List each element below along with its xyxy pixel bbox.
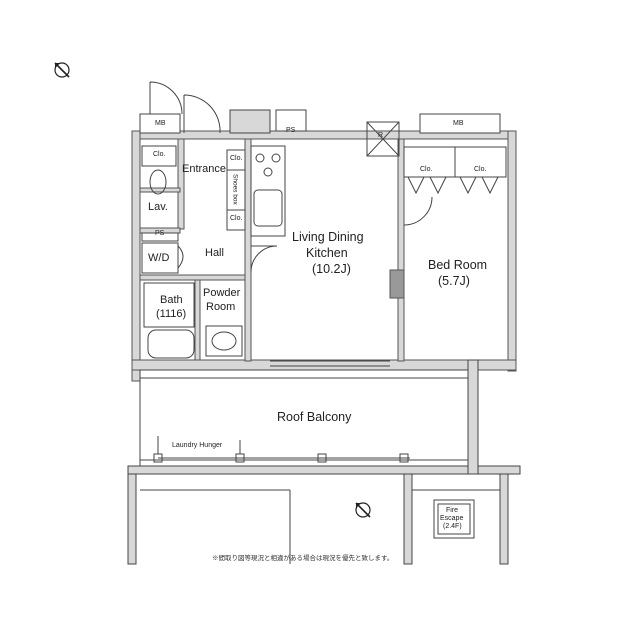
fire-escape-label-1: Fire xyxy=(446,507,459,514)
bath-fixtures xyxy=(143,282,243,359)
clo-entrance-bottom-label: Clo. xyxy=(230,215,243,222)
laundry-poles xyxy=(153,436,410,463)
fire-escape-label-3: (2.4F) xyxy=(443,523,462,530)
ldk-label-2: Kitchen xyxy=(306,246,348,260)
kitchen-counter xyxy=(226,145,286,237)
interior-walls xyxy=(139,138,405,362)
powder-label-1: Powder xyxy=(203,287,241,299)
hall-label: Hall xyxy=(205,247,224,259)
bedroom-size: (5.7J) xyxy=(438,274,470,288)
clo-bed-right-label: Clo. xyxy=(474,166,487,173)
bath-label: Bath xyxy=(160,294,183,306)
clo-entrance-top-label: Clo. xyxy=(230,155,243,162)
r-box-label: R xyxy=(378,132,384,139)
entrance-label: Entrance xyxy=(182,163,227,175)
disclaimer-note: ※間取り図等現況と相違がある場合は現況を優先と致します。 xyxy=(212,555,394,562)
outer-walls xyxy=(131,130,517,382)
bath-size: (1116) xyxy=(156,308,187,320)
clo-bed-left-label: Clo. xyxy=(420,166,433,173)
powder-label-2: Room xyxy=(206,301,236,313)
ldk-label-1: Living Dining xyxy=(292,230,364,244)
compass-icon-balcony xyxy=(355,502,371,518)
bedroom-label: Bed Room xyxy=(428,258,488,272)
lav-label: Lav. xyxy=(148,201,168,213)
roof-balcony-label: Roof Balcony xyxy=(277,410,352,424)
fire-escape-hatch xyxy=(433,499,475,539)
lavatory-fixtures xyxy=(141,145,184,274)
mb-left-label: MB xyxy=(155,120,166,127)
clo-lav-label: Clo. xyxy=(153,151,166,158)
mb-right-label: MB xyxy=(453,120,464,127)
shoes-box-label: Shoes box xyxy=(231,174,239,205)
fire-escape-label-2: Escape xyxy=(440,515,464,522)
roof-balcony-outline xyxy=(127,359,521,565)
ps-left-label: PS xyxy=(155,230,165,237)
bedroom-closets xyxy=(403,146,507,195)
ldk-size: (10.2J) xyxy=(312,262,351,276)
meter-boxes xyxy=(139,109,501,134)
compass-icon-top xyxy=(54,62,70,78)
wd-label: W/D xyxy=(148,252,170,264)
ps-top-label: PS xyxy=(286,127,296,134)
laundry-label: Laundry Hunger xyxy=(172,442,223,449)
window-ldk xyxy=(270,360,390,367)
r-box xyxy=(366,121,400,157)
